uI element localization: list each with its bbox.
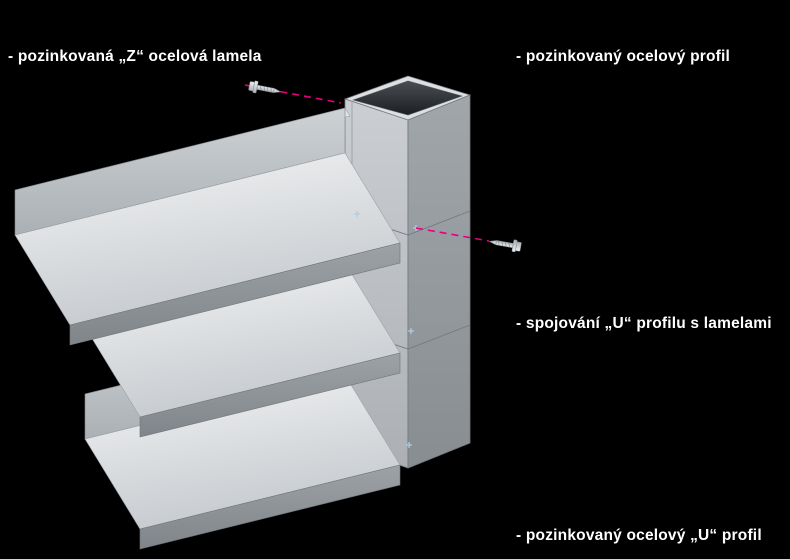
leader-line-profile-screw (415, 227, 490, 242)
label-z-lamella: - pozinkovaná „Z“ ocelová lamela (8, 48, 262, 65)
label-steel-profile: - pozinkovaný ocelový profil (516, 48, 731, 65)
post-top-opening (351, 80, 463, 116)
z-lamella-top (14, 107, 401, 346)
screw-icon (248, 80, 282, 94)
label-u-profile: - pozinkovaný ocelový „U“ profil (516, 527, 762, 544)
lamella-front-lip (69, 242, 401, 346)
label-u-profile-joint: - spojování „U“ profilu s lamelami (516, 315, 772, 332)
post-right-face (407, 94, 471, 469)
cross-marker-icon (354, 211, 360, 217)
lamella-front-lip (139, 352, 401, 438)
lamella-front-lip (139, 464, 401, 550)
cross-marker-icon (406, 442, 412, 448)
screw-icon (488, 239, 522, 253)
cross-marker-icon (408, 328, 414, 334)
